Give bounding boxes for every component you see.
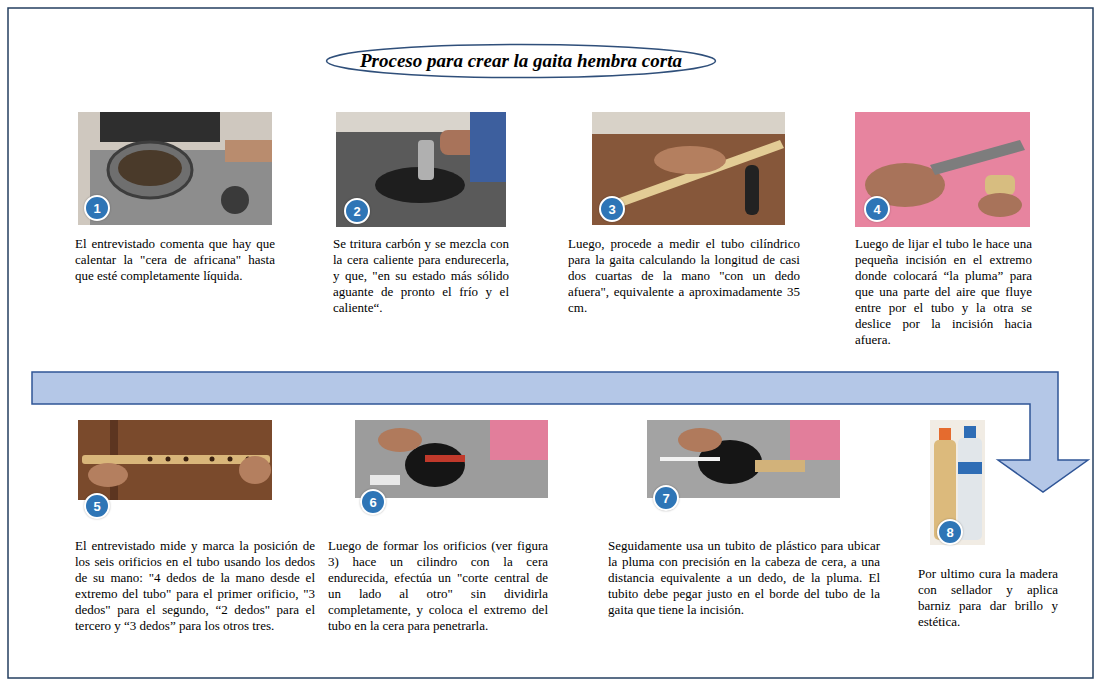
photo-bottles	[930, 420, 985, 545]
can	[418, 140, 434, 180]
photo-measure	[592, 112, 785, 225]
bottle-label	[958, 462, 982, 474]
hand	[88, 463, 128, 487]
page-frame	[8, 8, 1093, 678]
photo-ground	[647, 420, 840, 498]
hole	[148, 457, 153, 462]
pot	[108, 142, 192, 198]
hand	[654, 146, 726, 174]
photo-ground	[930, 420, 985, 545]
photo-incision	[855, 112, 1030, 227]
step-description: Por ultimo cura la madera con sellador y…	[918, 566, 1058, 630]
shirt	[490, 420, 548, 460]
callout-number: 2	[353, 205, 360, 218]
hole	[228, 457, 233, 462]
step-description: Luego, procede a medir el tubo cilíndric…	[568, 236, 800, 316]
callout-number: 3	[608, 203, 615, 216]
wax	[118, 150, 182, 186]
cap	[939, 428, 951, 440]
callout-number: 1	[93, 202, 100, 215]
photo-wax	[355, 420, 548, 498]
step-number-circle: 5	[84, 493, 110, 519]
tube-end	[985, 175, 1015, 195]
callout-number: 8	[946, 526, 953, 539]
tube-tip	[425, 455, 465, 462]
title-ellipse: Proceso para crear la gaita hembra corta	[325, 43, 717, 79]
wall	[592, 112, 785, 134]
callout-number: 7	[662, 492, 669, 505]
knife	[930, 140, 1025, 175]
hand	[978, 193, 1022, 217]
photo-ground	[336, 112, 506, 227]
step-number-circle: 3	[599, 196, 625, 222]
tool	[370, 475, 400, 485]
callout-number: 5	[93, 500, 100, 513]
step-description: Seguidamente usa un tubito de plástico p…	[608, 538, 880, 618]
hand	[678, 428, 722, 452]
step-description: Luego de formar los orificios (ver figur…	[328, 538, 548, 634]
callout-number: 4	[873, 203, 880, 216]
step-number-circle: 4	[864, 196, 890, 222]
burner	[221, 186, 249, 214]
photo-ground	[592, 112, 785, 225]
hand	[378, 428, 422, 452]
photo-holes	[78, 420, 272, 500]
plastic-tube	[660, 457, 720, 461]
step-number-circle: 1	[84, 195, 110, 221]
hole	[184, 457, 189, 462]
step-number-circle: 8	[937, 519, 963, 545]
photo-ground	[78, 112, 272, 225]
bottle	[958, 438, 982, 540]
shirt	[790, 420, 840, 460]
callout-number: 6	[369, 496, 376, 509]
hand	[225, 140, 272, 162]
photo-ground	[855, 112, 1030, 227]
stove-back	[100, 112, 220, 142]
cap	[964, 426, 976, 438]
photo-charcoal	[336, 112, 506, 227]
photo-stove	[78, 112, 272, 225]
step-number-circle: 6	[360, 489, 386, 515]
ellipse-shape	[327, 45, 716, 78]
photo-ground	[355, 420, 548, 498]
flow-band-arrow	[32, 372, 1088, 492]
diagram-title: Proceso para crear la gaita hembra corta	[360, 49, 682, 73]
shirt	[470, 112, 506, 182]
hand	[239, 456, 271, 484]
photo-feather	[647, 420, 840, 498]
hole	[210, 457, 215, 462]
step-description: El entrevistado comenta que hay que cale…	[75, 236, 275, 284]
wax-head	[405, 443, 465, 487]
tool	[745, 165, 759, 215]
step-description: Luego de lijar el tubo le hace una peque…	[855, 236, 1032, 348]
step-description: El entrevistado mide y marca la posición…	[75, 538, 315, 634]
hole	[166, 457, 171, 462]
tube	[755, 460, 805, 472]
step-description: Se tritura carbón y se mezcla con la cer…	[333, 236, 509, 316]
step-number-circle: 7	[653, 485, 679, 511]
step-number-circle: 2	[344, 198, 370, 224]
photo-ground	[78, 420, 272, 500]
